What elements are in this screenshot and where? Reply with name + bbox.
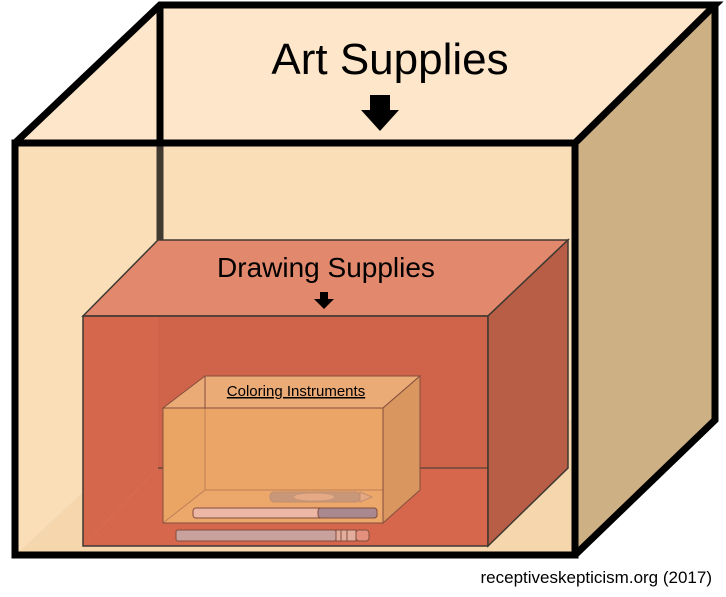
arrow-down-icon [314,292,334,309]
coloring-instruments-label: Coloring Instruments [227,383,365,400]
inner-box [161,374,422,525]
outer-box-side [575,5,715,555]
pencil-icon [175,529,370,542]
outer-box-edges [11,1,724,559]
art-supplies-label: Art Supplies [271,35,508,84]
outer-box-front [15,143,575,555]
drawing-supplies-label: Drawing Supplies [217,252,435,283]
white-stick-icon [192,507,378,519]
inner-box-side [382,374,421,525]
outer-box-top [15,5,715,143]
arrow-down-icon [361,95,399,131]
credit-text: receptiveskepticism.org (2017) [481,568,712,587]
middle-box-side [487,238,569,548]
